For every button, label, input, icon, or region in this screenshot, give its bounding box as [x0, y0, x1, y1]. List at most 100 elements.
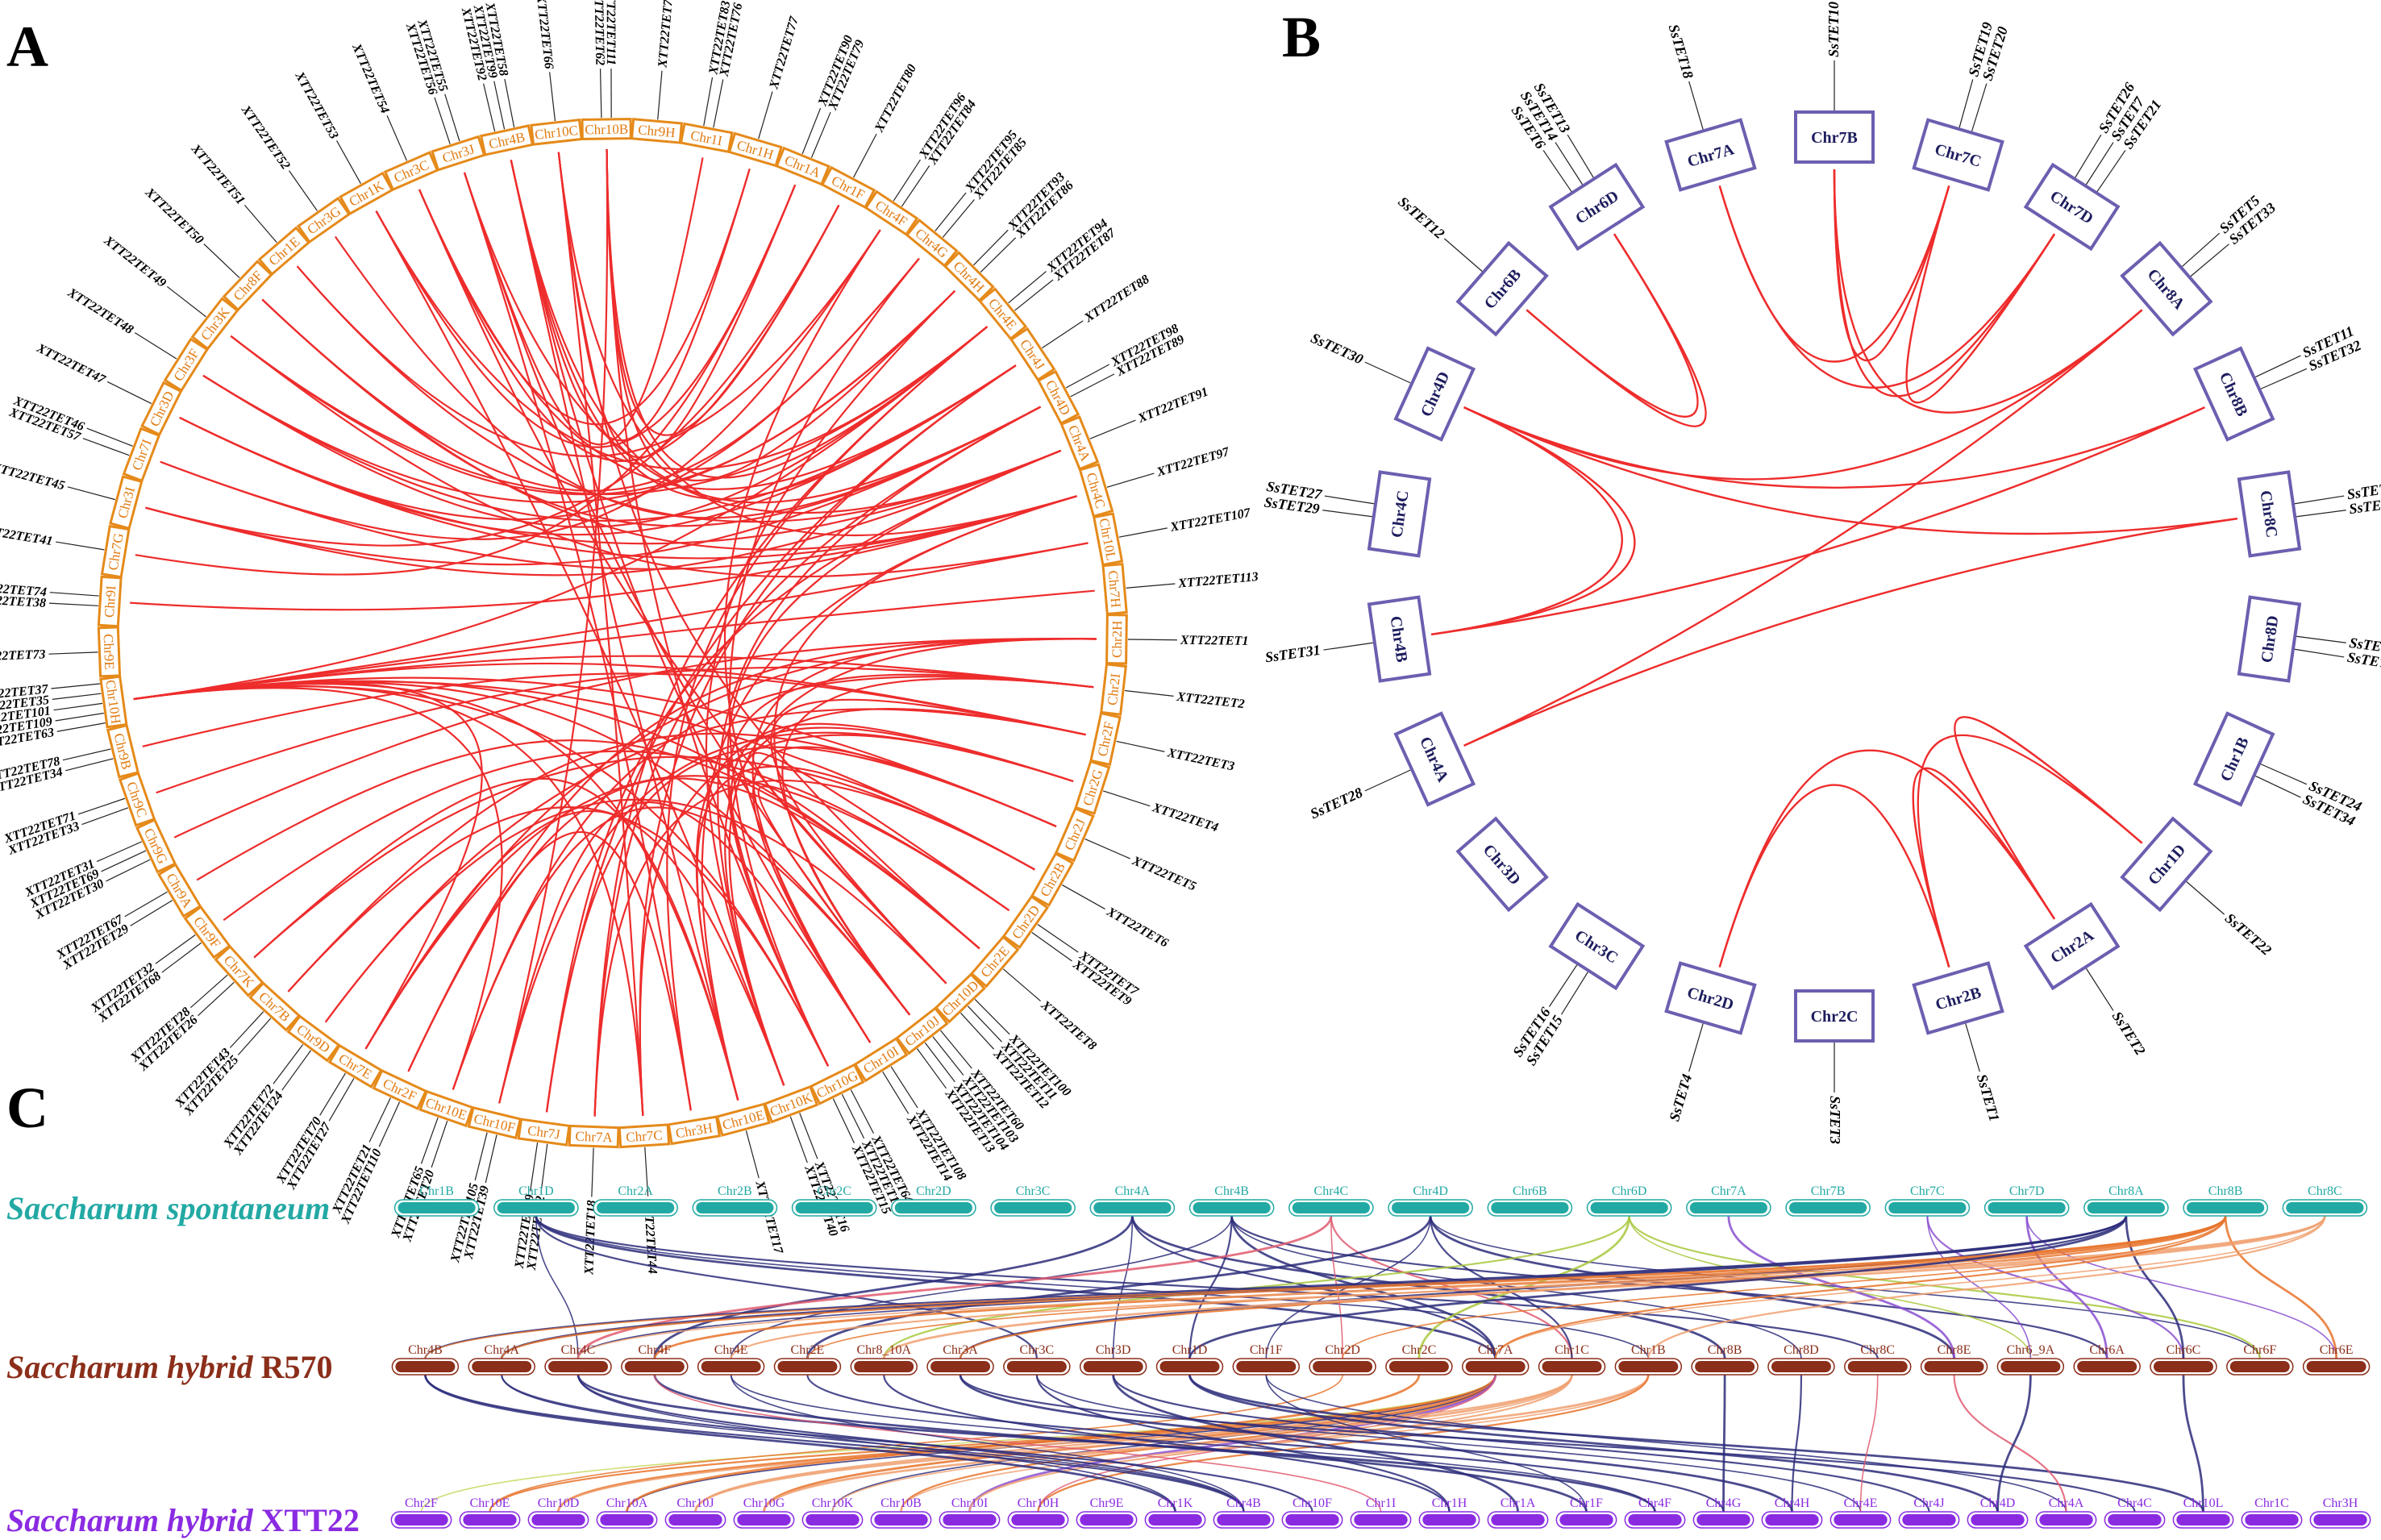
track-chromosome-chr1b: Chr1B: [393, 1184, 480, 1217]
b-link: [1463, 309, 2143, 747]
gene-tick: [974, 999, 1010, 1035]
chromosome-chr1k: Chr1K: [339, 171, 394, 216]
chromosome-label: Chr2C: [1811, 1008, 1859, 1026]
gene-label: XTT22TET73: [0, 647, 46, 664]
gene-label: XTT22TET52: [238, 102, 293, 172]
chromosome-label: Chr10J: [676, 1496, 714, 1510]
a-link: [751, 638, 1097, 1043]
chromosome-label: Chr4F: [638, 1343, 671, 1357]
gene-label: XTT22TET41: [0, 522, 54, 548]
gene-tick: [1124, 689, 1174, 697]
gene-tick: [657, 70, 663, 120]
gene-tick: [474, 1132, 488, 1180]
gene-tick: [1118, 527, 1168, 538]
track-chromosome-chr10d: Chr10D: [527, 1496, 589, 1529]
gene-tick: [2260, 368, 2308, 389]
track-chromosome-chr10l: Chr10L: [2172, 1496, 2234, 1529]
a-link: [253, 777, 739, 1101]
a-link: [133, 589, 1095, 701]
synteny-link: [2125, 1215, 2185, 1359]
chromosome-bar: [395, 1361, 456, 1372]
gene-tick: [106, 381, 152, 405]
track-chromosome-chr1f: Chr1F: [1555, 1496, 1617, 1529]
gene-tick: [2190, 243, 2229, 277]
chromosome-label: Chr2B: [718, 1184, 752, 1198]
chromosome-box: [1089, 711, 1122, 767]
b-link: [1718, 784, 1950, 968]
gene-tick: [973, 229, 1009, 266]
chromosome-label: Chr4B: [1214, 1184, 1249, 1198]
species-label: Saccharum spontaneum: [6, 1190, 330, 1226]
synteny-link: [1342, 1215, 2226, 1359]
chromosome-bar: [624, 1361, 685, 1372]
chromosome-box: [97, 575, 123, 628]
chromosome-box: [1078, 463, 1114, 518]
chromosome-bar: [1011, 1514, 1065, 1525]
chromosome-box: [517, 1118, 571, 1147]
chromosome-chr9h: Chr9H: [630, 118, 684, 144]
gene-tick: [67, 486, 115, 501]
chromosome-box: [190, 297, 239, 351]
b-link: [1718, 749, 2056, 968]
chromosome-bar: [1771, 1361, 1831, 1372]
chromosome-box: [1367, 595, 1432, 683]
chromosome-bar: [894, 1202, 972, 1213]
a-link: [463, 172, 692, 1111]
gene-label: SsTET3: [1827, 1096, 1843, 1144]
track-chromosome-chr6c: Chr6C: [2150, 1343, 2217, 1376]
chromosome-label: Chr10G: [743, 1496, 785, 1510]
chromosome-bar: [1765, 1514, 1819, 1525]
a-link: [202, 289, 956, 504]
synteny-link: [1188, 1374, 2204, 1513]
synteny-link: [1859, 1374, 1879, 1513]
track-chromosome-chr10k: Chr10K: [801, 1496, 864, 1529]
chromosome-chr10c: Chr10C: [530, 118, 583, 146]
chromosome-label: Chr3C: [1016, 1184, 1051, 1198]
synteny-link: [1265, 1374, 2067, 1513]
chromosome-chr4a: Chr4A: [1059, 415, 1100, 471]
chromosome-bar: [1093, 1202, 1172, 1213]
gene-tick: [328, 1078, 355, 1122]
gene-label: XTT22TET50: [142, 185, 206, 248]
gene-label: XTT22TET80: [872, 62, 919, 135]
chromosome-chr9a: Chr9A: [156, 863, 202, 918]
track-chromosome-chr4g: Chr4G: [1692, 1496, 1755, 1529]
panel-b-links: [1430, 169, 2238, 968]
track-chromosome-chr3d: Chr3D: [1079, 1343, 1147, 1376]
chromosome-label: Chr1A: [1501, 1496, 1536, 1510]
chromosome-label: Chr2C: [1402, 1343, 1437, 1357]
track-chromosome-chr4e: Chr4E: [697, 1343, 765, 1376]
chromosome-chr7g: Chr7G: [100, 524, 131, 579]
chromosome-box: [895, 1006, 949, 1055]
synteny-link: [654, 1374, 1382, 1513]
chromosome-box: [1367, 470, 1432, 558]
chromosome-box: [1100, 663, 1128, 716]
chromosome-bar: [805, 1514, 860, 1525]
gene-tick: [2296, 510, 2346, 518]
chromosome-bar: [777, 1361, 838, 1372]
synteny-link: [968, 1374, 1497, 1513]
chromosome-chr3c: Chr3C: [1548, 901, 1646, 991]
chromosome-chr8b: Chr8B: [2192, 346, 2275, 442]
chromosome-box: [2023, 162, 2121, 252]
synteny-link: [535, 1215, 1497, 1359]
synteny-link: [653, 1215, 1134, 1359]
gene-tick: [810, 111, 831, 158]
chromosome-box: [109, 475, 144, 531]
synteny-link: [1494, 1215, 2227, 1359]
synteny-link: [1722, 1374, 1726, 1513]
synteny-link: [1112, 1374, 1930, 1513]
track-chromosome-chr10b: Chr10B: [870, 1496, 932, 1529]
chromosome-label: Chr4A: [484, 1343, 519, 1357]
chromosome-chr7d: Chr7D: [2023, 162, 2121, 252]
chromosome-box: [1036, 369, 1080, 426]
chromosome-box: [775, 146, 830, 186]
chromosome-label: Chr1F: [1250, 1343, 1283, 1357]
chromosome-label: Chr4E: [714, 1343, 748, 1357]
a-link: [160, 229, 881, 540]
chromosome-bar: [1696, 1514, 1750, 1525]
chromosome-box: [2120, 816, 2213, 913]
gene-label: SsTET2: [2109, 1009, 2149, 1058]
a-link: [752, 746, 1057, 1043]
